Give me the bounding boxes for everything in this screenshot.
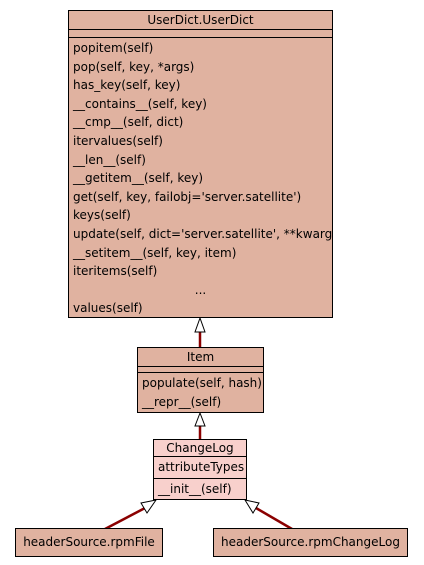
method-ellipsis: ... [194,282,207,297]
method-cmp: __cmp__(self, dict) [73,115,184,130]
arrowhead-item [194,411,206,427]
arrowhead-userdict [194,316,206,333]
class-rpmchangelog[interactable]: headerSource.rpmChangeLog [213,528,408,557]
class-changelog-methods: __init__(self) [154,479,246,499]
arrowhead-changelog-right [243,499,260,514]
method-iteritems: iteritems(self) [73,264,158,279]
class-changelog-attributes: attributeTypes [154,457,246,479]
class-changelog-title: ChangeLog [154,440,246,457]
class-userdict-methods: popitem(self) pop(self, key, *args) has_… [69,38,332,318]
link-rpmchangelog-to-changelog [255,506,293,531]
method-repr: __repr__(self) [142,394,222,409]
class-item-methods: populate(self, hash) __repr__(self) [138,373,263,411]
method-keys: keys(self) [73,208,131,223]
link-rpmfile-to-changelog [104,506,146,531]
method-setitem: __setitem__(self, key, item) [73,245,237,260]
arrowhead-changelog-left [140,499,158,514]
method-populate: populate(self, hash) [142,376,262,390]
class-item[interactable]: Item populate(self, hash) __repr__(self) [137,347,264,413]
class-rpmfile[interactable]: headerSource.rpmFile [15,528,163,557]
method-contains: __contains__(self, key) [73,96,207,111]
method-get: get(self, key, failobj='server.satellite… [73,189,302,204]
method-update: update(self, dict='server.satellite', **… [73,226,332,241]
class-userdict[interactable]: UserDict.UserDict popitem(self) pop(self… [68,10,333,318]
class-item-title: Item [138,348,263,367]
class-changelog[interactable]: ChangeLog attributeTypes __init__(self) [153,439,247,500]
method-itervalues: itervalues(self) [73,133,163,148]
method-values: values(self) [73,301,143,316]
method-pop: pop(self, key, *args) [73,59,195,74]
method-has-key: has_key(self, key) [73,78,181,93]
class-item-attributes [138,367,263,373]
method-init: __init__(self) [158,482,232,496]
method-popitem: popitem(self) [73,41,154,55]
class-userdict-attributes [69,30,332,38]
method-getitem: __getitem__(self, key) [73,171,204,186]
class-userdict-title: UserDict.UserDict [69,11,332,30]
method-len: __len__(self) [73,152,146,167]
attribute-attributetypes: attributeTypes [158,460,245,474]
